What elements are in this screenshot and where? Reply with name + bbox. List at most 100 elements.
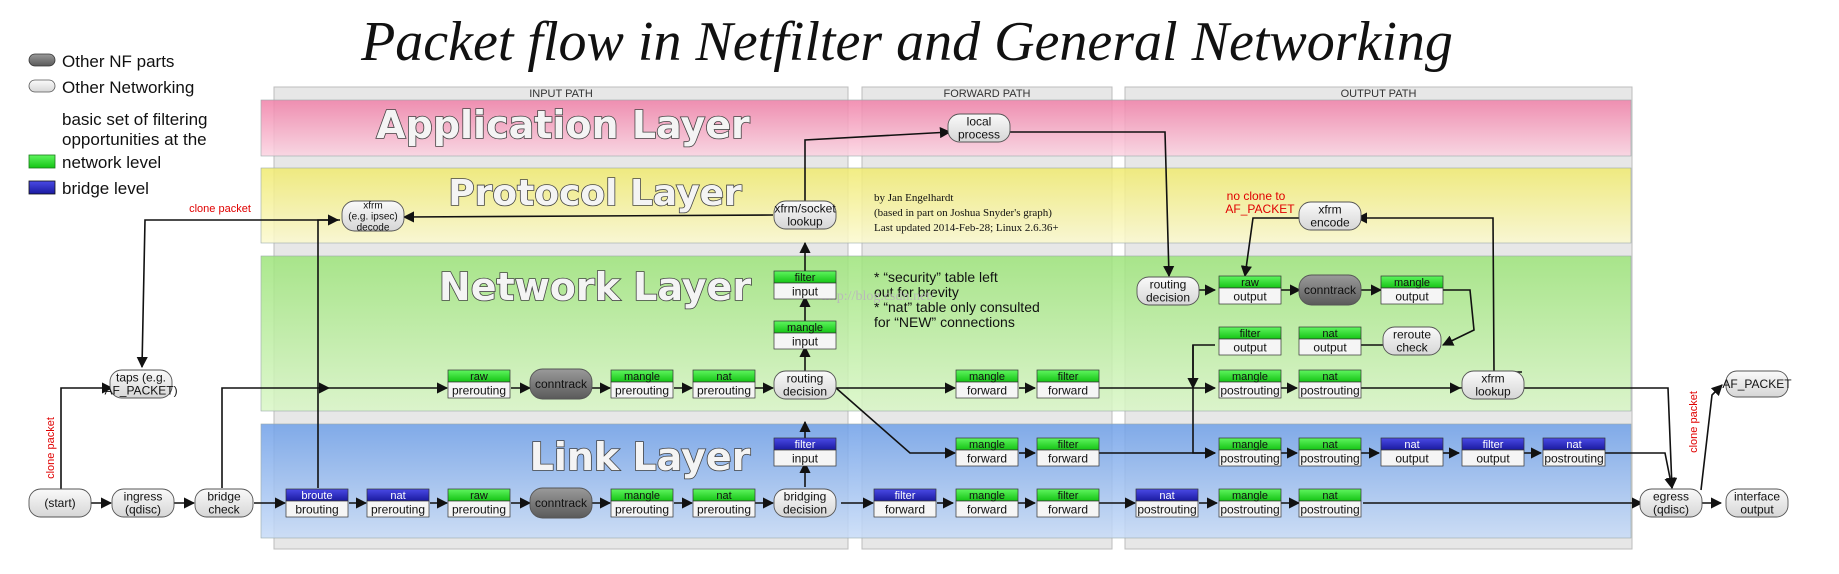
- node-label-xfrm_encode: encode: [1310, 216, 1350, 230]
- legend-swatch-network-level: [28, 154, 56, 169]
- chain-hook-label-mangle_pre_link: prerouting: [615, 503, 669, 517]
- legend-networking: Other Networking: [62, 78, 194, 97]
- chain-hook-label-filter_output_br: output: [1476, 452, 1510, 466]
- node-label-xfrm_decode: xfrm: [363, 201, 382, 212]
- flow-arrow: [1700, 384, 1723, 491]
- legend-filtering-line2: opportunities at the: [62, 130, 207, 149]
- node-xfrm_decode: [341, 200, 405, 232]
- chain-hook-mangle_post_link: [1218, 500, 1282, 518]
- node-label-bridge_check: bridge: [207, 490, 241, 504]
- node-label-egress: (qdisc): [1653, 503, 1689, 517]
- layer-label-application: Application Layer: [376, 103, 750, 147]
- node-label-start: (start): [44, 496, 75, 510]
- chain-hook-mangle_pre_net: [610, 381, 674, 399]
- note-line: for “NEW” connections: [874, 314, 1015, 330]
- note-line: * “nat” table only consulted: [874, 299, 1040, 315]
- flow-arrow: [804, 126, 952, 205]
- diagram-title: Packet flow in Netfilter and General Net…: [360, 11, 1453, 73]
- node-label-bridging_decision: decision: [783, 503, 827, 517]
- flow-arrow: [1006, 131, 1175, 278]
- flow-arrow: [136, 219, 340, 369]
- annotation-no-clone: AF_PACKET: [1225, 202, 1295, 216]
- legend-swatch-bridge-level: [28, 180, 56, 195]
- node-label-af_packet: AF_PACKET: [1722, 377, 1792, 391]
- chain-hook-mangle_fwd_mid: [955, 449, 1019, 467]
- chain-hook-mangle_post_net: [1218, 381, 1282, 399]
- chain-hook-filter_fwd_mid: [1036, 449, 1100, 467]
- node-start: [28, 488, 92, 518]
- chain-hook-nat_output_br: [1380, 449, 1444, 467]
- chain-hook-nat_post_br2: [1542, 449, 1606, 467]
- node-interface_output: [1725, 488, 1789, 518]
- node-label-xfrm_decode: decode: [357, 223, 390, 234]
- chain-table-label-nat_post_mid: nat: [1322, 439, 1337, 451]
- chain-hook-filter_input_br: [773, 449, 837, 467]
- node-af_packet: [1725, 370, 1789, 398]
- node-local_process: [947, 113, 1011, 143]
- node-xfrm_encode: [1298, 201, 1362, 231]
- chain-hook-broute: [285, 500, 349, 518]
- chain-hook-label-mangle_post_net: postrouting: [1220, 384, 1279, 398]
- node-routing_decision_in: [773, 370, 837, 400]
- path-label-output: OUTPUT PATH: [1341, 88, 1417, 100]
- watermark: http://blog.csdn.net/: [822, 289, 934, 304]
- chain-hook-filter_fwd_br: [873, 500, 937, 518]
- legend-nf-parts: Other NF parts: [62, 52, 174, 71]
- chain-hook-nat_post_link: [1298, 500, 1362, 518]
- chain-table-label-mangle_pre_net: mangle: [624, 371, 660, 383]
- legend-swatch-nf-parts: [28, 53, 56, 67]
- chain-hook-label-nat_output_br: output: [1395, 452, 1429, 466]
- node-label-xfrm_decode: (e.g. ipsec): [348, 212, 397, 223]
- chain-hook-label-nat_post_br2: postrouting: [1544, 452, 1603, 466]
- chain-table-label-raw_pre_net: raw: [470, 371, 488, 383]
- chain-hook-label-mangle_fwd_mid: forward: [967, 452, 1007, 466]
- chain-hook-label-nat_post_mid: postrouting: [1300, 452, 1359, 466]
- flow-arrow: [402, 211, 774, 223]
- chain-hook-raw_pre_link: [447, 500, 511, 518]
- chain-table-label-mangle_pre_link: mangle: [624, 490, 660, 502]
- chain-table-label-raw_pre_link: raw: [470, 490, 488, 502]
- flow-arrow: [221, 382, 331, 488]
- chain-hook-label-mangle_post_link: postrouting: [1220, 503, 1279, 517]
- node-label-interface_output: output: [1740, 503, 1774, 517]
- annotation-clone-top: clone packet: [189, 203, 251, 215]
- chain-table-label-mangle_post_mid: mangle: [1232, 439, 1268, 451]
- legend-filtering-line1: basic set of filtering: [62, 110, 208, 129]
- node-label-egress: egress: [1653, 490, 1689, 504]
- chain-hook-label-nat_pre_net: prerouting: [697, 384, 751, 398]
- node-label-ingress: (qdisc): [125, 503, 161, 517]
- node-label-xfrm_lookup_sock: xfrm/socket: [774, 202, 836, 216]
- chain-hook-label-nat_output: output: [1313, 341, 1347, 355]
- legend-network-level: network level: [62, 153, 161, 172]
- node-conntrack_out: [1298, 274, 1362, 306]
- chain-hook-label-mangle_fwd_link: forward: [967, 503, 1007, 517]
- chain-table-label-filter_output: filter: [1240, 328, 1261, 340]
- flow-arrow: [60, 382, 114, 490]
- chain-table-label-mangle_fwd_mid: mangle: [969, 439, 1005, 451]
- chain-table-label-nat_output: nat: [1322, 328, 1337, 340]
- legend-bridge-level: bridge level: [62, 179, 149, 198]
- node-label-routing_decision_in: routing: [787, 372, 824, 386]
- chain-hook-label-raw_pre_net: prerouting: [452, 384, 506, 398]
- node-routing_decision_out: [1136, 276, 1200, 306]
- layer-label-protocol: Protocol Layer: [448, 173, 742, 214]
- chain-hook-nat_post_br: [1135, 500, 1199, 518]
- chain-hook-nat_output: [1298, 338, 1362, 356]
- credits-line: by Jan Engelhardt: [874, 192, 953, 204]
- chain-hook-label-nat_pre_link: prerouting: [371, 503, 425, 517]
- layer-band-protocol: [260, 167, 1632, 244]
- chain-hook-nat_pre_net: [692, 381, 756, 399]
- chain-table-label-nat_post_link: nat: [1322, 490, 1337, 502]
- chain-hook-label-mangle_input: input: [792, 335, 819, 349]
- chain-table-label-filter_input: filter: [795, 272, 816, 284]
- node-label-ingress: ingress: [124, 490, 163, 504]
- layer-label-link: Link Layer: [530, 435, 751, 479]
- credits-line: Last updated 2014-Feb-28; Linux 2.6.36+: [874, 222, 1059, 234]
- chain-table-label-mangle_input: mangle: [787, 322, 823, 334]
- node-xfrm_lookup_sock: [773, 200, 837, 230]
- node-label-xfrm_lookup_sock: lookup: [787, 215, 823, 229]
- node-conntrack_link: [529, 487, 593, 519]
- chain-hook-label-raw_output: output: [1233, 290, 1267, 304]
- flow-arrow: [835, 387, 957, 459]
